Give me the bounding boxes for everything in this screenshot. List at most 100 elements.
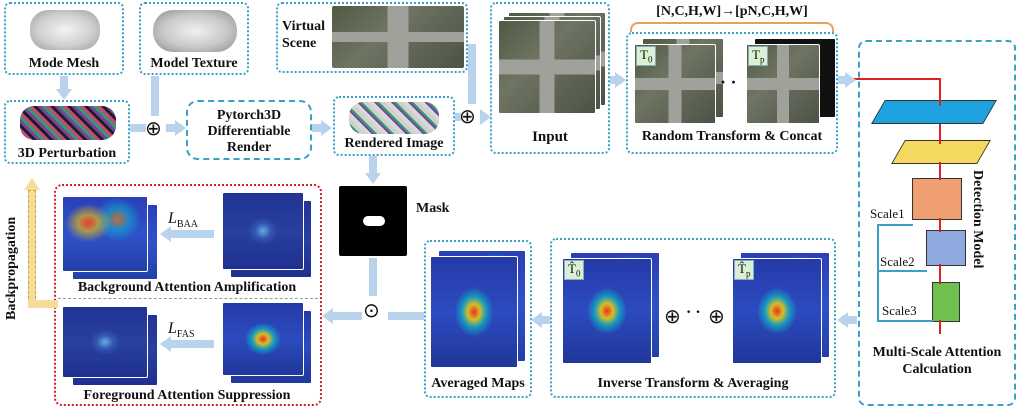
red-arrow-down-2 [939, 124, 941, 144]
oplus-inverse-1: ⊕ [664, 304, 681, 328]
arrow-avg-to-odot [388, 312, 424, 320]
scale3-line [877, 320, 933, 322]
arrow-oplus-to-render [166, 124, 176, 132]
arrow-input-to-transform [610, 76, 616, 84]
that0-badge: T̂0 [564, 260, 585, 280]
virtual-scene-label: Virtual Scene [282, 19, 326, 51]
scale2-line [877, 270, 927, 272]
red-arrow-down-4 [939, 218, 941, 232]
input-label: Input [532, 129, 568, 145]
oplus-inverse-2: ⊕ [708, 304, 725, 328]
arrow-mesh-to-perturb-head [56, 89, 72, 100]
backprop-arrow-base [28, 300, 58, 308]
layer-green [932, 282, 960, 322]
renderer-label: Pytorch3D Differentiable Render [207, 108, 291, 155]
multi-scale-label: Multi-Scale Attention Calculation [872, 345, 1002, 377]
inverse-dots: · · [686, 304, 701, 321]
rendered-car-image [349, 102, 439, 134]
backprop-arrow-shaft [28, 190, 36, 304]
detection-model-label: Detection Model [970, 170, 985, 269]
arrow-rendered-to-oplus [455, 113, 461, 121]
mask-label: Mask [416, 201, 450, 216]
arrow-oplus-to-input-head [480, 109, 491, 125]
fas-loss-label: LFAS [168, 320, 195, 341]
transform-dots: · · [720, 72, 737, 92]
arrow-render-to-rendered-head [321, 120, 332, 136]
virtual-scene-box: Virtual Scene [276, 2, 468, 73]
inverse-transform-label: Inverse Transform & Averaging [597, 376, 789, 391]
arrow-inverse-to-avg-head [531, 312, 542, 328]
perturbation-box: 3D Perturbation [4, 100, 130, 164]
layer-blue [871, 100, 997, 124]
arrow-fas-head [160, 336, 171, 352]
arrow-transform-to-detect-head [845, 72, 856, 88]
arrow-oplus-to-render-head [175, 120, 186, 136]
model-texture-label: Model Texture [150, 56, 238, 71]
mode-mesh-label: Mode Mesh [28, 56, 100, 71]
arrow-inverse-to-avg [541, 316, 550, 324]
rendered-image-label: Rendered Image [344, 136, 444, 151]
tp-badge: Tp [748, 46, 769, 66]
averaged-maps-label: Averaged Maps [431, 376, 525, 391]
baa-input-front [222, 192, 304, 270]
arrow-detect-to-inverse [847, 316, 857, 324]
arrow-mesh-to-perturb [60, 76, 68, 90]
model-texture-box: Model Texture [139, 2, 249, 75]
arrow-scene-down [468, 44, 476, 104]
arrow-texture-down [151, 76, 159, 116]
arrow-rendered-to-mask-head [365, 173, 381, 184]
arrow-perturb-to-oplus [130, 124, 146, 132]
random-transform-box: T0 · · Tp Random Transform & Concat [626, 32, 838, 154]
red-arrow-down-1 [939, 78, 941, 106]
fas-label: Foreground Attention Suppression [83, 388, 291, 403]
mode-mesh-box: Mode Mesh [4, 2, 124, 75]
loss-divider [58, 298, 318, 299]
baa-label: Background Attention Amplification [77, 280, 297, 295]
scale1-label: Scale1 [870, 206, 905, 221]
scale-bracket [877, 224, 913, 322]
arrow-render-to-rendered [312, 124, 322, 132]
averaged-maps-box: Averaged Maps [424, 240, 532, 398]
oplus-combine-texture: ⊕ [145, 116, 162, 140]
fas-result-front [62, 306, 148, 378]
t0-badge: T0 [636, 46, 657, 66]
arrow-detect-to-inverse-head [837, 312, 848, 328]
baa-result-front [62, 196, 148, 272]
arrow-fas [170, 340, 214, 348]
virtual-scene-image [332, 6, 464, 68]
red-arrow-down-3 [939, 162, 941, 180]
arrow-mask-to-odot [369, 258, 377, 296]
input-frame-front [498, 20, 596, 114]
scale3-label: Scale3 [882, 303, 917, 318]
baa-loss-label: LBAA [168, 210, 199, 231]
layer-orange [912, 178, 962, 220]
red-arrow-down-5 [939, 264, 941, 284]
arrow-baa [170, 230, 214, 238]
layer-lightblue [926, 230, 966, 266]
thatp-badge: T̂p [734, 260, 755, 280]
input-box: Input [490, 2, 610, 154]
random-transform-label: Random Transform & Concat [641, 129, 823, 144]
perturbation-image [20, 106, 116, 140]
inverse-transform-box: T̂0 ⊕ · · ⊕ T̂p Inverse Transform & Aver… [550, 238, 836, 398]
concat-brace [630, 22, 834, 32]
backprop-label: Backpropagation [4, 216, 19, 320]
arrow-baa-head [160, 226, 171, 242]
arrow-input-to-transform-head [615, 72, 626, 88]
textured-car-image [153, 10, 237, 52]
rendered-image-box: Rendered Image [333, 96, 455, 156]
mask-image [339, 186, 407, 256]
mesh-car-image [30, 10, 100, 50]
arrow-rendered-to-mask [369, 156, 377, 174]
avg-front [430, 256, 518, 368]
scale2-label: Scale2 [880, 254, 915, 269]
arrow-odot-to-loss [332, 312, 362, 320]
oplus-combine-scene: ⊕ [459, 104, 476, 128]
odot-mask-multiply: ⊙ [363, 298, 380, 322]
red-arrow-down-6 [939, 320, 941, 334]
renderer-box: Pytorch3D Differentiable Render [186, 100, 312, 160]
red-arrow-input [850, 78, 940, 80]
fas-input-front [222, 302, 304, 376]
shape-transform-label: [N,C,H,W]→[pN,C,H,W] [656, 4, 808, 19]
